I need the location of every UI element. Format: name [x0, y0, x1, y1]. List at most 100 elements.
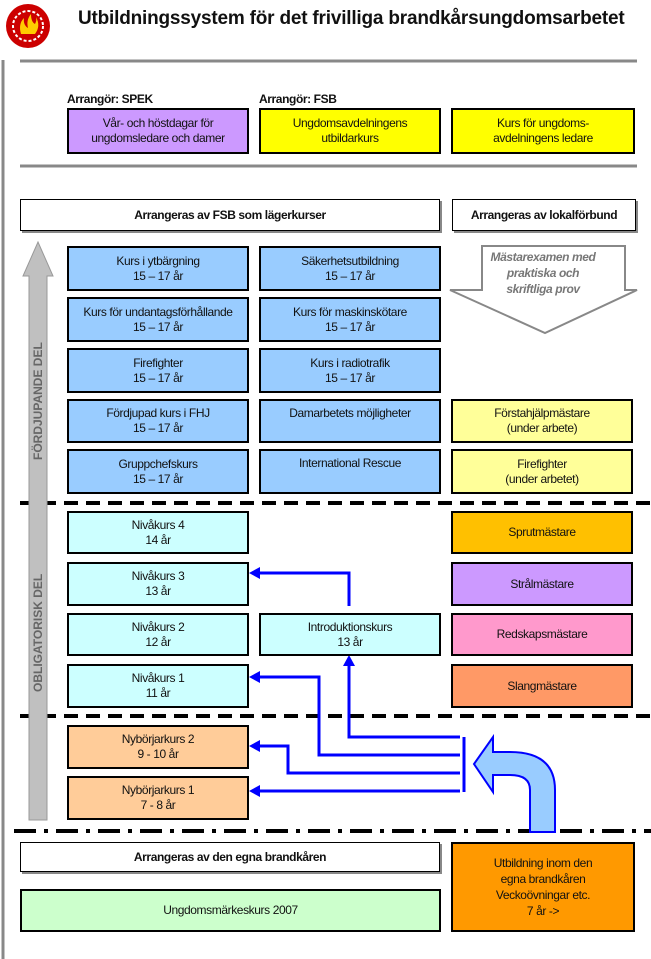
course-name: Firefighter — [133, 355, 183, 370]
course-line: ungdomsledare och damer — [91, 131, 225, 145]
organizer-fsb-label: Arrangör: FSB — [259, 92, 337, 106]
side-label-advanced: FÖRDJUPANDE DEL — [31, 342, 45, 460]
course-name: Slangmästare — [507, 678, 577, 693]
course-name: Nybörjarkurs 1 — [121, 783, 195, 797]
course-name: Firefighter — [517, 456, 567, 471]
course-name: Nivåkurs 2 — [131, 619, 185, 634]
course-name: Kurs i ytbärgning — [116, 253, 200, 268]
course-age: 13 år — [337, 634, 363, 649]
master-exam-line: skriftliga prov — [506, 282, 580, 296]
header-fsb: Arrangeras av FSB som lägerkurser — [20, 199, 440, 231]
master-exam-line: praktiska och — [506, 266, 580, 280]
course-name: Strålmästare — [510, 576, 574, 591]
course-name: Redskapsmästare — [496, 627, 588, 641]
course-line: utbildarkurs — [321, 131, 379, 145]
course-age: 9 - 10 år — [137, 747, 179, 761]
course-box-leader-course: Kurs för ungdoms-avdelningens ledare — [451, 108, 635, 154]
course-box: Firefighter(under arbetet) — [451, 449, 633, 494]
course-age: 15 – 17 år — [324, 268, 376, 283]
course-age: 13 år — [145, 584, 171, 598]
course-age: 15 – 17 år — [132, 471, 184, 486]
course-name: Kurs för maskinskötare — [293, 304, 407, 319]
master-exam-arrow-icon — [449, 245, 638, 335]
organizer-spek-label: Arrangör: SPEK — [67, 92, 153, 106]
course-age: 15 – 17 år — [132, 268, 184, 283]
arrowhead-icon — [343, 655, 355, 666]
course-name: Nivåkurs 3 — [131, 569, 185, 583]
course-age: 15 – 17 år — [324, 319, 376, 334]
logo-icon — [6, 4, 50, 48]
own-training-box: Utbildning inom den egna brandkåren Veck… — [451, 842, 635, 932]
course-age: 15 – 17 år — [132, 370, 184, 385]
course-name: Nybörjarkurs 2 — [121, 732, 195, 746]
course-line: Utbildning inom den — [493, 856, 593, 870]
course-line: Veckoövningar etc. — [495, 888, 591, 902]
course-name: International Rescue — [298, 456, 402, 470]
course-box: Damarbetets möjligheter — [259, 399, 441, 443]
master-box-sprutmastare: Sprutmästare — [451, 511, 633, 554]
course-name: Nivåkurs 4 — [131, 517, 185, 532]
page-title: Utbildningssystem för det frivilliga bra… — [78, 8, 625, 29]
course-box: Förstahjälpmästare(under arbete) — [451, 399, 633, 443]
course-age: 15 – 17 år — [132, 421, 184, 435]
curved-arrow-icon — [472, 733, 556, 833]
progression-arrow-icon — [22, 240, 54, 821]
course-age: 15 – 17 år — [324, 370, 376, 385]
course-note: (under arbetet) — [505, 471, 579, 486]
course-age: 14 år — [145, 532, 171, 547]
course-name: Ungdomsmärkeskurs 2007 — [163, 903, 298, 917]
course-name: Förstahjälpmästare — [494, 406, 590, 420]
course-line: 7 år -> — [526, 904, 560, 918]
side-label-mandatory: OBLIGATORISK DEL — [31, 573, 45, 692]
course-age: 7 - 8 år — [140, 798, 176, 812]
course-name: Gruppchefskurs — [118, 456, 198, 471]
course-name: Fördjupad kurs i FHJ — [106, 406, 210, 420]
course-line: Ungdomsavdelningens — [292, 116, 408, 130]
header-local: Arrangeras av lokalförbund — [452, 199, 636, 231]
course-line: egna brandkåren — [500, 872, 586, 886]
master-exam-text: Mästarexamen med praktiska och skriftlig… — [468, 249, 618, 297]
header-own-brigade: Arrangeras av den egna brandkåren — [20, 842, 440, 872]
course-age: 15 – 17 år — [132, 319, 184, 334]
course-line: Kurs för ungdoms- — [497, 116, 589, 130]
course-line: avdelningens ledare — [493, 131, 593, 145]
course-name: Säkerhetsutbildning — [301, 253, 399, 268]
course-note: (under arbete) — [506, 421, 578, 435]
master-box-stralmastare: Strålmästare — [451, 562, 633, 606]
course-name: Sprutmästare — [508, 525, 576, 539]
course-line: Vår- och höstdagar för — [102, 116, 214, 130]
badge-course-box: Ungdomsmärkeskurs 2007 — [20, 889, 441, 932]
master-box-redskapsmastare: Redskapsmästare — [451, 613, 633, 656]
course-age: 12 år — [145, 634, 171, 649]
master-exam-line: Mästarexamen med — [490, 250, 596, 264]
arrowhead-icon — [249, 740, 260, 752]
course-name: Damarbetets möjligheter — [289, 406, 411, 420]
master-box-slangmastare: Slangmästare — [451, 664, 633, 708]
course-age: 11 år — [145, 686, 171, 700]
course-name: Nivåkurs 1 — [131, 671, 185, 685]
arrowhead-icon — [249, 785, 260, 797]
course-name: Kurs för undantagsförhållande — [83, 304, 233, 319]
course-name: Kurs i radiotrafik — [310, 355, 390, 370]
arrowhead-icon — [249, 671, 260, 683]
arrowhead-icon — [249, 567, 260, 579]
